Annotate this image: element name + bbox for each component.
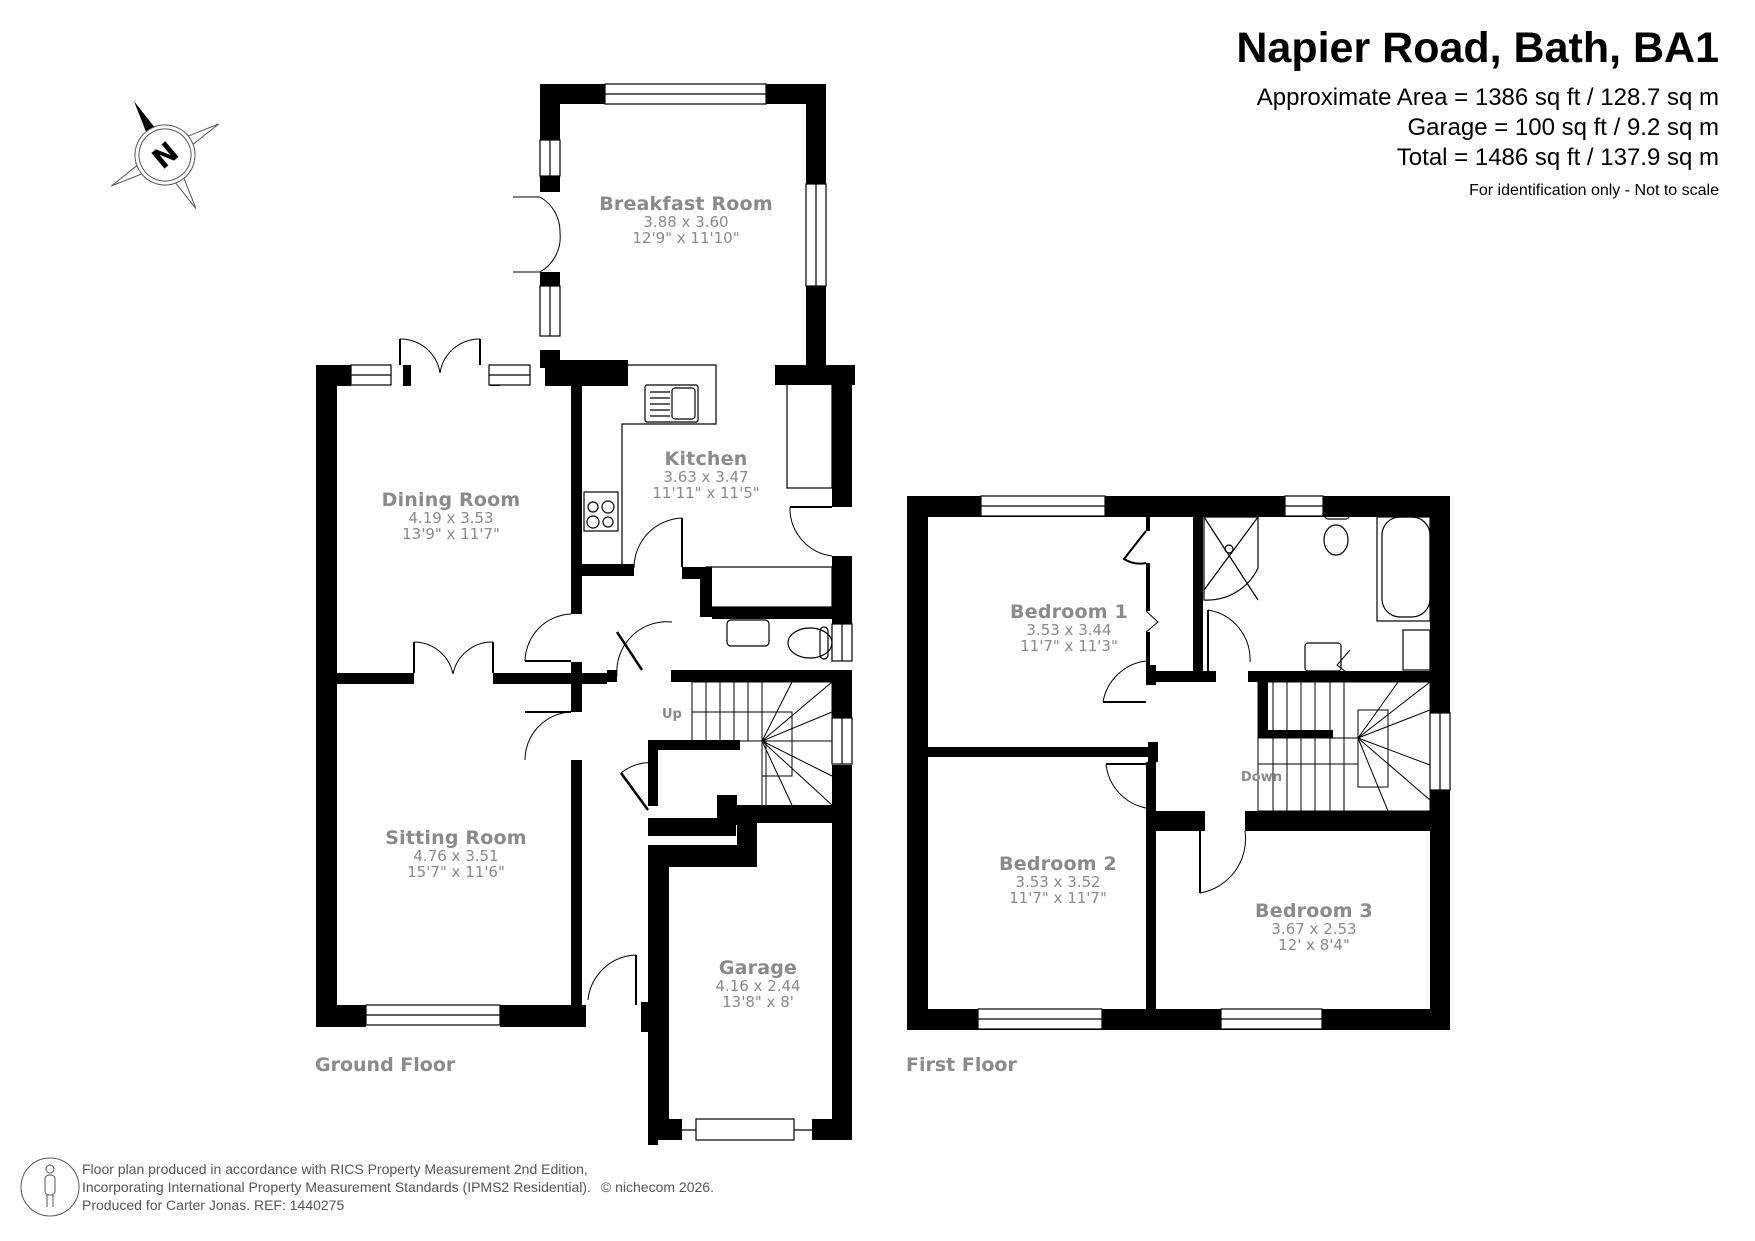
stairs-up-label: Up — [662, 707, 682, 722]
footer-line-2: Incorporating International Property Mea… — [82, 1179, 591, 1195]
room-label-bedroom-2: Bedroom 2 3.53 x 3.52 11'7" x 11'7" — [999, 853, 1117, 907]
north-compass-icon — [110, 101, 220, 210]
copyright: © nichecom 2026. — [600, 1179, 714, 1195]
scale-disclaimer: For identification only - Not to scale — [1469, 182, 1719, 199]
stairs-down-label: Down — [1241, 770, 1282, 785]
room-label-kitchen: Kitchen 3.63 x 3.47 11'11" x 11'5" — [652, 448, 760, 502]
total-area: Total = 1486 sq ft / 137.9 sq m — [1396, 144, 1719, 171]
ground-floor-stairs — [691, 681, 833, 806]
kitchen-fittings — [583, 364, 833, 660]
footer-line-1: Floor plan produced in accordance with R… — [82, 1161, 588, 1177]
ground-floor-label: Ground Floor — [315, 1054, 456, 1076]
property-title: Napier Road, Bath, BA1 — [1236, 24, 1719, 72]
first-floor-doors — [1102, 530, 1351, 894]
room-label-bedroom-1: Bedroom 1 3.53 x 3.44 11'7" x 11'3" — [1010, 601, 1128, 655]
person-info-icon — [20, 1157, 80, 1217]
first-floor-windows — [977, 495, 1451, 1030]
shower-icon — [1203, 516, 1259, 601]
footer-notes: Floor plan produced in accordance with R… — [82, 1160, 714, 1214]
toilet-icon — [787, 627, 833, 659]
ground-floor-doors — [399, 196, 833, 1005]
room-label-sitting-room: Sitting Room 4.76 x 3.51 15'7" x 11'6" — [385, 827, 527, 881]
first-floor-stairs — [1257, 681, 1431, 812]
wc-basin-icon — [726, 619, 770, 647]
approximate-area: Approximate Area = 1386 sq ft / 128.7 sq… — [1256, 84, 1719, 111]
room-label-breakfast-room: Breakfast Room 3.88 x 3.60 12'9" x 11'10… — [599, 193, 773, 247]
room-label-dining-room: Dining Room 4.19 x 3.53 13'9" x 11'7" — [381, 489, 521, 543]
sink-icon — [644, 384, 699, 423]
ground-floor-walls — [316, 84, 855, 1145]
ground-floor-windows — [350, 83, 853, 1141]
bath-icon — [1381, 516, 1431, 618]
footer-line-3: Produced for Carter Jonas. REF: 1440275 — [82, 1197, 345, 1213]
hob-icon — [583, 491, 619, 532]
garage-area: Garage = 100 sq ft / 9.2 sq m — [1407, 114, 1719, 141]
toilet-icon — [1323, 524, 1349, 556]
basin-icon — [1304, 642, 1342, 672]
room-label-bedroom-3: Bedroom 3 3.67 x 2.53 12' x 8'4" — [1255, 900, 1373, 954]
first-floor-label: First Floor — [906, 1054, 1017, 1076]
room-label-garage: Garage 4.16 x 2.44 13'8" x 8' — [715, 957, 801, 1011]
bathroom-fittings — [1203, 512, 1431, 672]
